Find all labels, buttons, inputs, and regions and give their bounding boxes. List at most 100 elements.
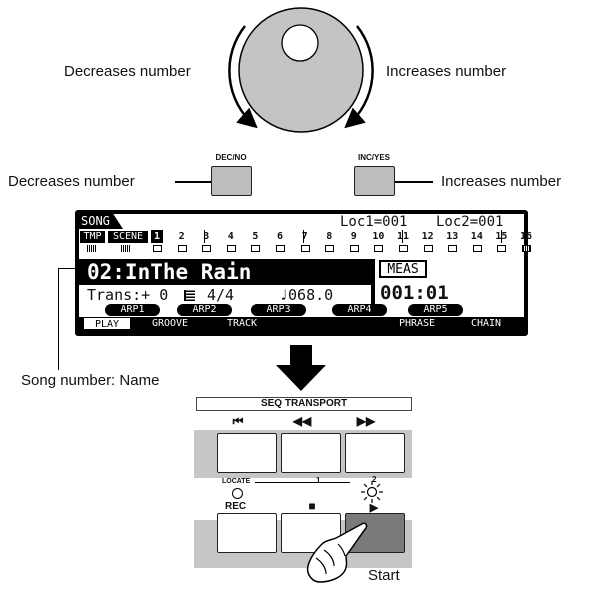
dial-right-arrow bbox=[344, 25, 374, 129]
rewind-button[interactable] bbox=[281, 433, 341, 473]
track-number: 8 bbox=[326, 231, 333, 242]
track-number: 6 bbox=[277, 231, 284, 242]
dial-wheel[interactable] bbox=[238, 7, 364, 133]
track-indicator bbox=[300, 245, 310, 252]
inc-caption: Increases number bbox=[441, 173, 562, 190]
song-name-leader bbox=[58, 268, 60, 370]
track-number: 11 bbox=[397, 231, 410, 242]
track-indicator bbox=[399, 245, 408, 252]
transpose-readout: Trans:+ 0 bbox=[87, 286, 169, 304]
start-caption: Start bbox=[368, 567, 400, 584]
track-divider bbox=[501, 230, 502, 243]
track-indicator bbox=[153, 245, 162, 252]
time-signature: 4/4 bbox=[207, 286, 235, 304]
dec-caption: Decreases number bbox=[8, 173, 135, 190]
track-indicator bbox=[202, 245, 212, 252]
quantize-icon bbox=[184, 290, 195, 301]
fast-forward-button[interactable] bbox=[345, 433, 405, 473]
rec-led-icon bbox=[232, 488, 243, 499]
locate-2-label: 2 bbox=[372, 475, 377, 484]
tmp-label: TMP bbox=[80, 231, 105, 243]
track-indicator bbox=[472, 245, 482, 252]
track-indicator bbox=[349, 245, 359, 252]
song-name-caption: Song number: Name bbox=[21, 372, 160, 389]
track-indicator bbox=[177, 245, 187, 252]
inc-button-label: INC/YES bbox=[357, 153, 390, 162]
mode-label: SONG bbox=[79, 214, 123, 229]
locate-1-label: 1 bbox=[316, 476, 321, 485]
track-divider bbox=[402, 230, 403, 243]
locate-line bbox=[255, 482, 350, 484]
track-number: 4 bbox=[227, 231, 234, 242]
track-number: 12 bbox=[421, 231, 434, 242]
track-number: 10 bbox=[372, 231, 385, 242]
meas-label: MEAS bbox=[379, 260, 427, 278]
tab-strip bbox=[79, 317, 524, 332]
play-icon: ▶ bbox=[369, 502, 379, 514]
track-indicator bbox=[325, 245, 335, 252]
tab-phrase[interactable]: PHRASE bbox=[398, 318, 436, 329]
meas-divider bbox=[371, 259, 375, 305]
pointing-hand-icon bbox=[306, 522, 368, 583]
dec-no-button[interactable] bbox=[211, 166, 252, 196]
track-number: 7 bbox=[301, 231, 308, 242]
song-name-leader bbox=[58, 268, 78, 270]
inc-leader-line bbox=[395, 181, 433, 183]
tab-play[interactable]: PLAY bbox=[83, 317, 131, 330]
arp1-pill: ARP1 bbox=[105, 304, 160, 316]
stop-icon: ■ bbox=[308, 499, 316, 513]
track-number: 14 bbox=[470, 231, 483, 242]
track-number: 2 bbox=[178, 231, 185, 242]
loc2-readout: Loc2=001 bbox=[436, 214, 504, 230]
track-indicator bbox=[423, 245, 433, 252]
fast-forward-icon: ▶▶ bbox=[356, 414, 376, 428]
locate-label: LOCATE bbox=[222, 478, 251, 485]
inc-yes-button[interactable] bbox=[354, 166, 395, 196]
rec-label: REC bbox=[225, 501, 247, 512]
song-title: 02:InThe Rain bbox=[79, 259, 371, 285]
track-indicator bbox=[251, 245, 261, 252]
track-number: 1 bbox=[154, 231, 161, 242]
seq-transport-header: SEQ TRANSPORT bbox=[196, 397, 412, 411]
data-dial-diagram bbox=[228, 7, 374, 133]
track-indicator bbox=[276, 245, 285, 252]
tempo-readout: ♩068.0 bbox=[279, 286, 334, 304]
tab-track[interactable]: TRACK bbox=[226, 318, 258, 329]
top-start-icon: ⏮ bbox=[232, 414, 244, 428]
track-number: 5 bbox=[252, 231, 259, 242]
track-number: 13 bbox=[446, 231, 459, 242]
track-indicator bbox=[448, 245, 458, 252]
rec-button[interactable] bbox=[217, 513, 277, 553]
dial-right-caption: Increases number bbox=[386, 63, 507, 80]
meas-value: 001:01 bbox=[380, 282, 449, 304]
dial-left-arrow bbox=[228, 25, 258, 129]
track-number: 9 bbox=[350, 231, 357, 242]
tab-chain[interactable]: CHAIN bbox=[470, 318, 502, 329]
track-number: 3 bbox=[203, 231, 210, 242]
arp4-pill: ARP4 bbox=[332, 304, 387, 316]
track-1-highlight bbox=[151, 230, 163, 243]
track-indicator bbox=[374, 245, 384, 252]
arp2-pill: ARP2 bbox=[177, 304, 232, 316]
dec-button-label: DEC/NO bbox=[215, 153, 247, 162]
track-indicator bbox=[226, 245, 236, 252]
track-divider bbox=[303, 230, 304, 243]
play-led-lit-icon bbox=[361, 481, 383, 503]
arp3-pill: ARP3 bbox=[251, 304, 306, 316]
track-indicator bbox=[522, 245, 531, 252]
tab-groove[interactable]: GROOVE bbox=[151, 318, 189, 329]
top-button[interactable] bbox=[217, 433, 277, 473]
loc1-readout: Loc1=001 bbox=[340, 214, 408, 230]
track-divider bbox=[204, 230, 205, 243]
down-arrow-icon bbox=[276, 345, 326, 391]
scene-indicator bbox=[121, 245, 131, 252]
track-indicator bbox=[497, 245, 507, 252]
dec-leader-line bbox=[175, 181, 211, 183]
rewind-icon: ◀◀ bbox=[292, 414, 312, 428]
arp5-pill: ARP5 bbox=[408, 304, 463, 316]
scene-label: SCENE bbox=[108, 231, 148, 243]
dial-left-caption: Decreases number bbox=[64, 63, 191, 80]
tmp-indicator bbox=[87, 245, 97, 252]
track-number: 16 bbox=[520, 231, 533, 242]
